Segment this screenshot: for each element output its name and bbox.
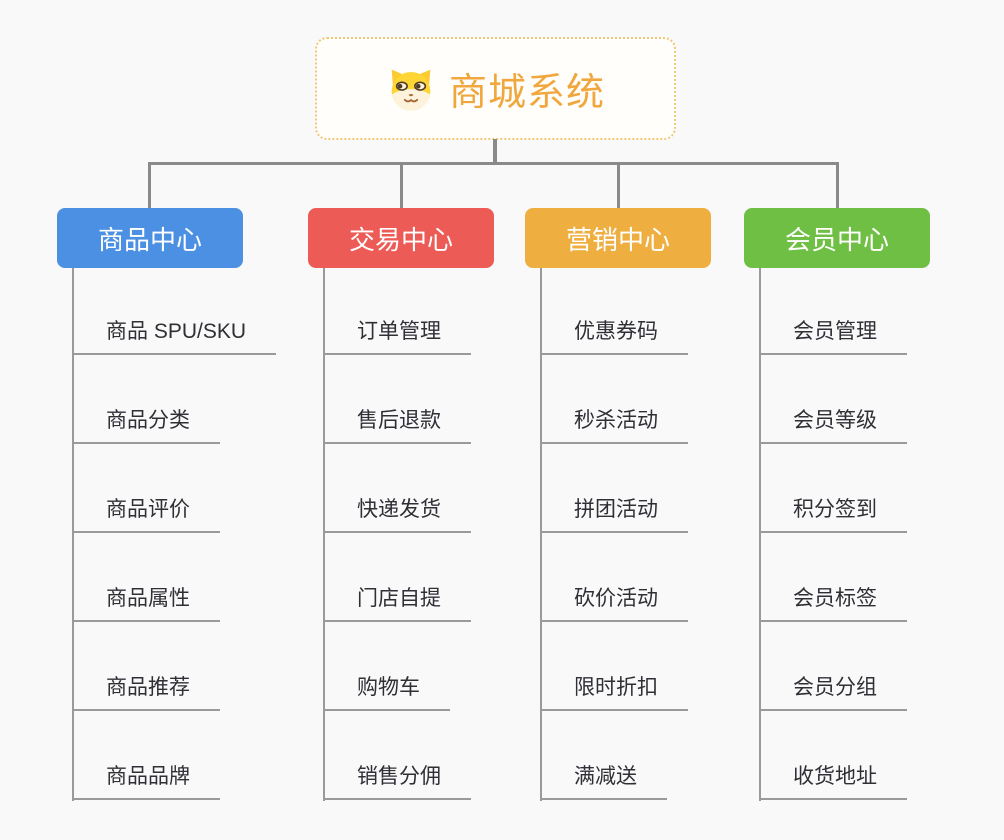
leaf-node[interactable]: 优惠券码 bbox=[540, 317, 688, 355]
branch-vertical-line bbox=[72, 268, 74, 801]
leaf-node[interactable]: 会员分组 bbox=[759, 673, 907, 711]
root-node[interactable]: 商城系统 bbox=[315, 37, 676, 140]
branch-connector-bar bbox=[148, 162, 839, 165]
leaf-node[interactable]: 限时折扣 bbox=[540, 673, 688, 711]
branch-column-member-center: 会员管理 会员等级 积分签到 会员标签 会员分组 收货地址 bbox=[759, 268, 999, 813]
leaf-node[interactable]: 会员管理 bbox=[759, 317, 907, 355]
branch-header-product-center[interactable]: 商品中心 bbox=[57, 208, 243, 268]
leaf-node[interactable]: 商品评价 bbox=[72, 495, 220, 533]
leaf-node[interactable]: 售后退款 bbox=[323, 406, 471, 444]
leaf-node[interactable]: 积分签到 bbox=[759, 495, 907, 533]
leaf-node[interactable]: 门店自提 bbox=[323, 584, 471, 622]
leaf-node[interactable]: 商品属性 bbox=[72, 584, 220, 622]
branch-column-trade-center: 订单管理 售后退款 快递发货 门店自提 购物车 销售分佣 bbox=[323, 268, 563, 813]
leaf-node[interactable]: 收货地址 bbox=[759, 762, 907, 800]
branch-vertical-line bbox=[323, 268, 325, 801]
dog-face-icon bbox=[386, 66, 436, 112]
leaf-node[interactable]: 秒杀活动 bbox=[540, 406, 688, 444]
leaf-node[interactable]: 商品品牌 bbox=[72, 762, 220, 800]
root-title: 商城系统 bbox=[448, 72, 605, 114]
branch-drop-line bbox=[836, 162, 839, 209]
leaf-node[interactable]: 快递发货 bbox=[323, 495, 471, 533]
leaf-node[interactable]: 会员标签 bbox=[759, 584, 907, 622]
leaf-node[interactable]: 拼团活动 bbox=[540, 495, 688, 533]
branch-drop-line bbox=[617, 162, 620, 209]
leaf-node[interactable]: 购物车 bbox=[323, 673, 450, 711]
leaf-node[interactable]: 满减送 bbox=[540, 762, 667, 800]
branch-header-marketing-center[interactable]: 营销中心 bbox=[525, 208, 711, 268]
branch-column-marketing-center: 优惠券码 秒杀活动 拼团活动 砍价活动 限时折扣 满减送 bbox=[540, 268, 780, 813]
branch-column-product-center: 商品 SPU/SKU 商品分类 商品评价 商品属性 商品推荐 商品品牌 bbox=[72, 268, 312, 813]
leaf-node[interactable]: 砍价活动 bbox=[540, 584, 688, 622]
branch-vertical-line bbox=[540, 268, 542, 801]
branch-drop-line bbox=[148, 162, 151, 209]
leaf-node[interactable]: 订单管理 bbox=[323, 317, 471, 355]
leaf-node[interactable]: 商品 SPU/SKU bbox=[72, 317, 277, 355]
leaf-node[interactable]: 商品分类 bbox=[72, 406, 220, 444]
leaf-node[interactable]: 商品推荐 bbox=[72, 673, 220, 711]
leaf-node[interactable]: 会员等级 bbox=[759, 406, 907, 444]
branch-vertical-line bbox=[759, 268, 761, 801]
branch-header-trade-center[interactable]: 交易中心 bbox=[308, 208, 494, 268]
leaf-node[interactable]: 销售分佣 bbox=[323, 762, 471, 800]
branch-header-member-center[interactable]: 会员中心 bbox=[744, 208, 930, 268]
root-stem-line bbox=[493, 139, 497, 164]
branch-drop-line bbox=[400, 162, 403, 209]
